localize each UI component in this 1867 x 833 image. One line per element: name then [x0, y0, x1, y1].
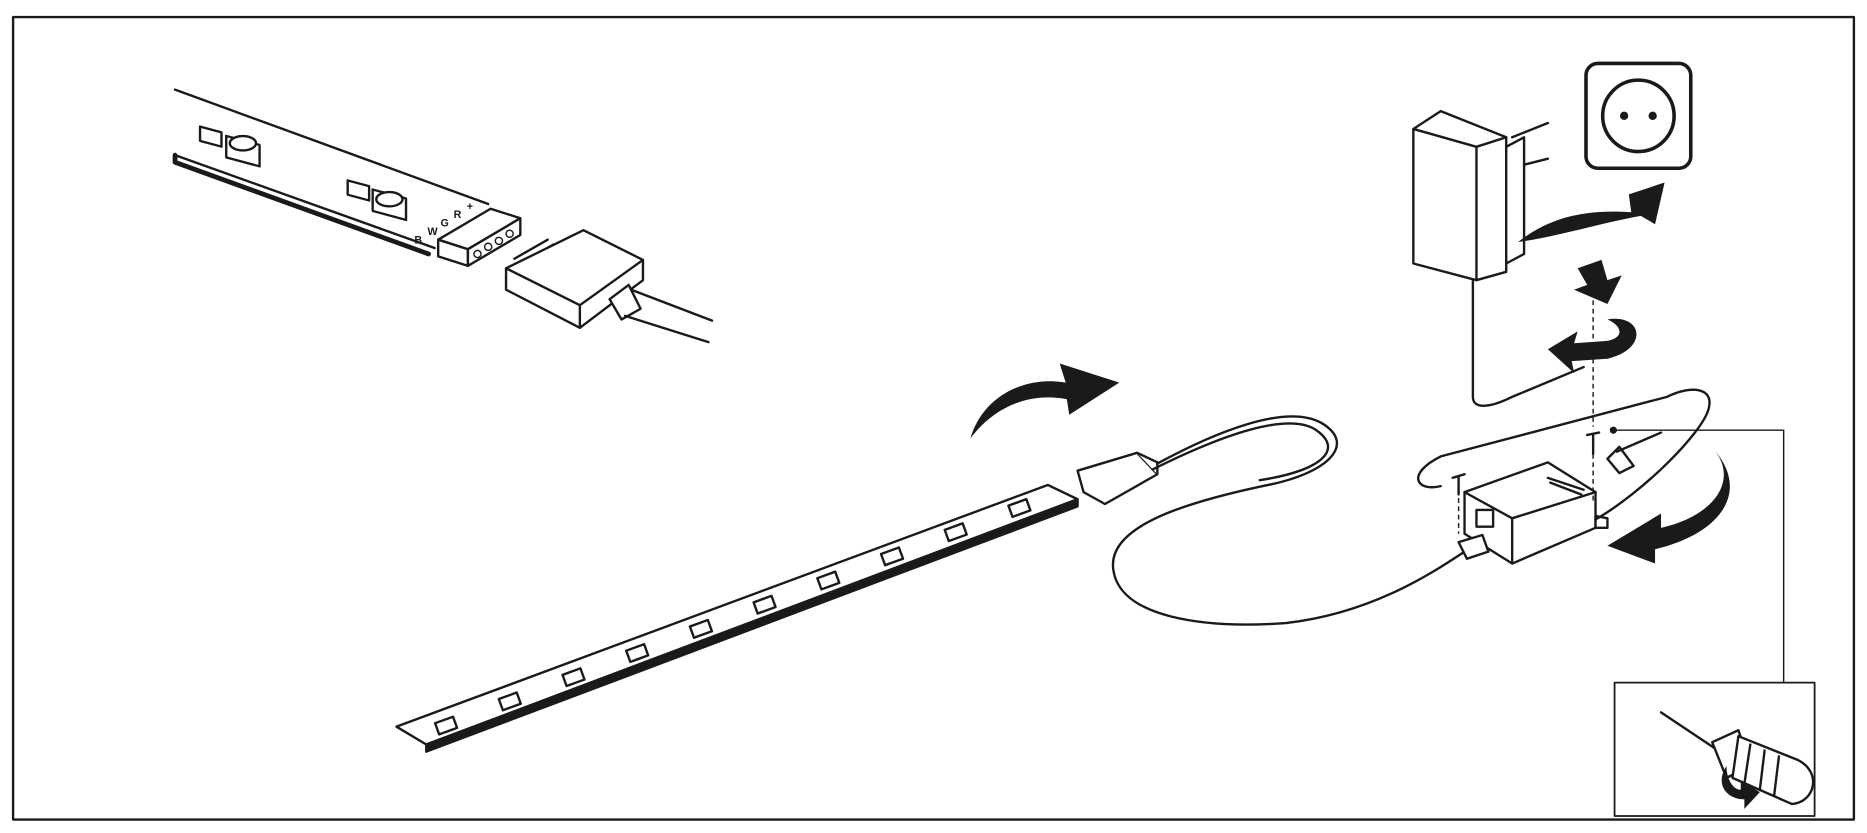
- plug-in-arrow-icon: [1518, 182, 1665, 243]
- screwdriver-detail-inset: [1613, 681, 1816, 817]
- led-chip: [752, 594, 777, 615]
- pin-label-g: G: [441, 218, 449, 230]
- controller-cable: [1111, 415, 1466, 626]
- ir-controller-box: [1417, 388, 1711, 565]
- strip-plug: [1076, 451, 1159, 506]
- pin-label-w: W: [427, 226, 438, 238]
- rotate-arrow-icon: [1721, 765, 1760, 809]
- led-chip: [497, 691, 522, 712]
- led-chip: [879, 546, 905, 567]
- pin-label-r: R: [454, 209, 462, 221]
- power-adapter: [1412, 109, 1585, 407]
- led-chip: [1007, 497, 1032, 519]
- led-strip: [395, 483, 1079, 753]
- led-chip: [943, 522, 968, 543]
- wall-socket: [1584, 61, 1693, 171]
- curved-arrow-down-icon: [1607, 450, 1730, 564]
- frame-border: [11, 15, 1856, 821]
- led-chip: [433, 715, 459, 736]
- rotate-arrow-icon: [1547, 318, 1637, 374]
- curved-arrow-icon: [970, 363, 1120, 439]
- strip-pin-header: + R G W B: [414, 201, 522, 268]
- mounting-screw: [1451, 473, 1466, 534]
- down-arrow-icon: [1574, 259, 1622, 304]
- cable-plug: [504, 228, 714, 344]
- mounting-screw: [1585, 283, 1601, 505]
- strip-connector-detail: + R G W B: [172, 88, 714, 344]
- pin-label-plus: +: [467, 201, 473, 213]
- callout-leader-line: [1613, 429, 1785, 683]
- led-chip: [346, 179, 408, 222]
- pin-label-b: B: [414, 234, 422, 246]
- led-chip: [688, 618, 714, 639]
- led-chip: [625, 642, 650, 664]
- led-chip: [816, 570, 841, 591]
- led-chip: [561, 667, 586, 688]
- led-chip: [198, 125, 261, 168]
